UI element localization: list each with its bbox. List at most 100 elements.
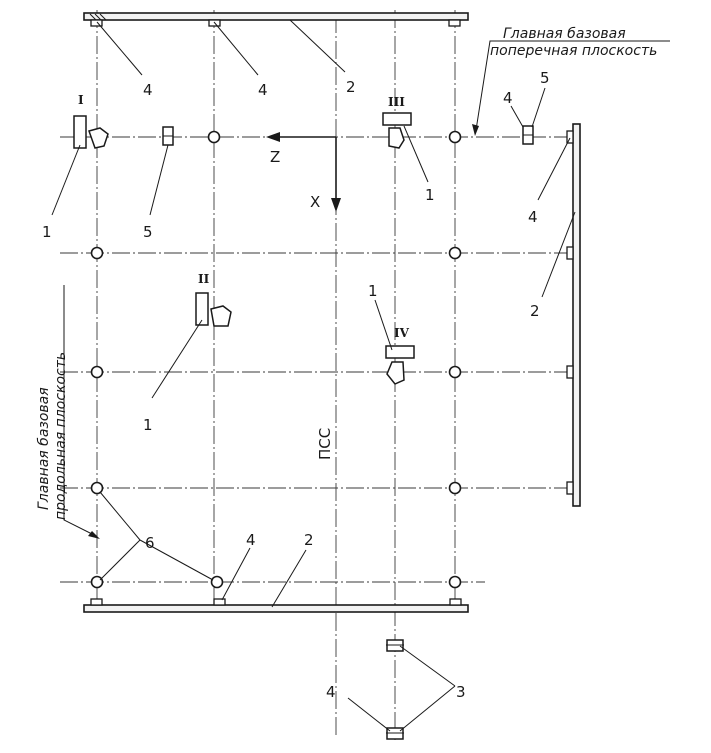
grid-nodes bbox=[90, 130, 462, 589]
device-head bbox=[210, 305, 232, 327]
leader bbox=[271, 549, 307, 608]
support-pad bbox=[566, 130, 574, 144]
support-pad bbox=[213, 598, 226, 606]
callout-numbers: 4 4 2 1 5 1 4 5 4 2 1 1 6 4 2 4 3 bbox=[42, 69, 550, 701]
device-body bbox=[195, 292, 209, 326]
callout-4: 4 bbox=[326, 683, 336, 701]
device-body bbox=[382, 112, 412, 126]
leader bbox=[51, 144, 81, 216]
device-label-i: I bbox=[78, 93, 84, 107]
top-plate bbox=[83, 12, 469, 27]
leader bbox=[531, 87, 546, 128]
support-pad bbox=[566, 481, 574, 495]
support-pad bbox=[90, 598, 103, 606]
caption-longitudinal-arrow bbox=[88, 531, 100, 539]
hatch bbox=[94, 13, 102, 21]
caption-longitudinal-leader bbox=[63, 285, 97, 537]
caption-transverse-arrow bbox=[472, 124, 479, 136]
targets bbox=[162, 125, 534, 146]
hatch bbox=[89, 13, 97, 21]
caption-transverse-line1: Главная базовая bbox=[503, 26, 626, 42]
leader bbox=[541, 211, 576, 298]
device-i: I bbox=[73, 93, 109, 149]
callout-4: 4 bbox=[143, 81, 153, 99]
device-label-iv: IV bbox=[394, 326, 410, 340]
leader bbox=[399, 645, 456, 687]
leader bbox=[139, 539, 214, 581]
callout-6: 6 bbox=[145, 534, 155, 552]
device-head bbox=[88, 127, 109, 149]
device-iv: IV bbox=[385, 326, 415, 385]
callout-5: 5 bbox=[540, 69, 550, 87]
leader bbox=[149, 144, 169, 216]
node bbox=[90, 365, 104, 379]
leader bbox=[399, 685, 456, 732]
leader bbox=[537, 137, 571, 201]
caption-transverse-line2: поперечная плоскость bbox=[490, 43, 657, 59]
device-ii: II bbox=[195, 272, 232, 327]
callout-3: 3 bbox=[456, 683, 466, 701]
support-pad bbox=[566, 246, 574, 260]
callout-5: 5 bbox=[143, 223, 153, 241]
centerline-grid bbox=[60, 10, 580, 740]
hatch bbox=[99, 13, 107, 21]
axis-z: Z bbox=[266, 132, 336, 166]
callout-4: 4 bbox=[246, 531, 256, 549]
caption-longitudinal-line1: Главная базовая bbox=[36, 387, 52, 510]
node bbox=[448, 575, 462, 589]
node bbox=[448, 246, 462, 260]
plate-top bbox=[83, 12, 469, 21]
node bbox=[90, 575, 104, 589]
node bbox=[207, 130, 221, 144]
device-label-ii: II bbox=[198, 272, 210, 286]
node bbox=[210, 575, 224, 589]
node bbox=[90, 481, 104, 495]
device-head bbox=[388, 127, 405, 149]
transverse-plane-caption: Главная базовая поперечная плоскость bbox=[472, 26, 670, 136]
caption-longitudinal-line2: продольная плоскость bbox=[53, 352, 69, 520]
device-label-iii: III bbox=[388, 95, 405, 109]
callout-4: 4 bbox=[528, 208, 538, 226]
leader bbox=[213, 21, 259, 76]
plate-bottom bbox=[83, 604, 469, 613]
psc-label: ПСС bbox=[316, 428, 334, 460]
leader bbox=[99, 539, 141, 581]
device-head bbox=[386, 361, 405, 385]
right-plate bbox=[566, 123, 581, 507]
leader bbox=[99, 491, 141, 541]
device-iii: III bbox=[382, 95, 412, 149]
support-pad bbox=[448, 19, 461, 27]
leader bbox=[289, 19, 346, 73]
axis-x: X bbox=[310, 137, 341, 212]
axis-x-label: X bbox=[310, 193, 320, 211]
longitudinal-plane-caption: Главная базовая продольная плоскость bbox=[36, 285, 100, 539]
leader bbox=[374, 299, 393, 351]
axis-z-label: Z bbox=[270, 148, 280, 166]
callout-2: 2 bbox=[530, 302, 540, 320]
axis-x-arrowhead bbox=[331, 198, 341, 212]
leader bbox=[347, 697, 391, 732]
callout-2: 2 bbox=[304, 531, 314, 549]
callout-1: 1 bbox=[42, 223, 52, 241]
leader bbox=[510, 105, 524, 128]
caption-transverse-leader bbox=[475, 40, 670, 131]
plate-right bbox=[572, 123, 581, 507]
node bbox=[448, 481, 462, 495]
leader-lines bbox=[51, 19, 576, 732]
leader bbox=[221, 547, 251, 601]
bottom-plate bbox=[83, 598, 469, 613]
node bbox=[448, 130, 462, 144]
callout-1: 1 bbox=[425, 186, 435, 204]
callout-4: 4 bbox=[503, 89, 513, 107]
callout-1: 1 bbox=[143, 416, 153, 434]
callout-4: 4 bbox=[258, 81, 268, 99]
device-body bbox=[385, 345, 415, 359]
callout-2: 2 bbox=[346, 78, 356, 96]
node bbox=[448, 365, 462, 379]
leader bbox=[151, 319, 203, 399]
support-pad bbox=[566, 365, 574, 379]
device-body bbox=[73, 115, 87, 149]
axis-z-arrowhead bbox=[266, 132, 280, 142]
